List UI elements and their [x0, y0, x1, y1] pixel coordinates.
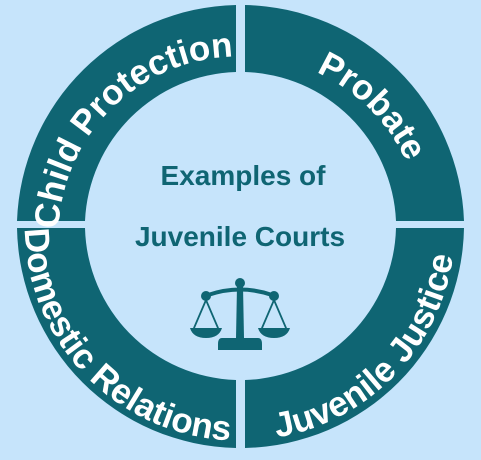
segment-juvenile-justice [245, 228, 464, 448]
center-title-line-2: Juvenile Courts [135, 221, 345, 252]
segment-child-protection [17, 5, 236, 221]
center-title-line-1: Examples of [161, 160, 327, 191]
segment-label-child-protection: Child Protection [27, 25, 234, 230]
segment-probate [245, 5, 464, 221]
segment-domestic-relations [17, 228, 236, 448]
balance-scale-icon [190, 278, 290, 350]
